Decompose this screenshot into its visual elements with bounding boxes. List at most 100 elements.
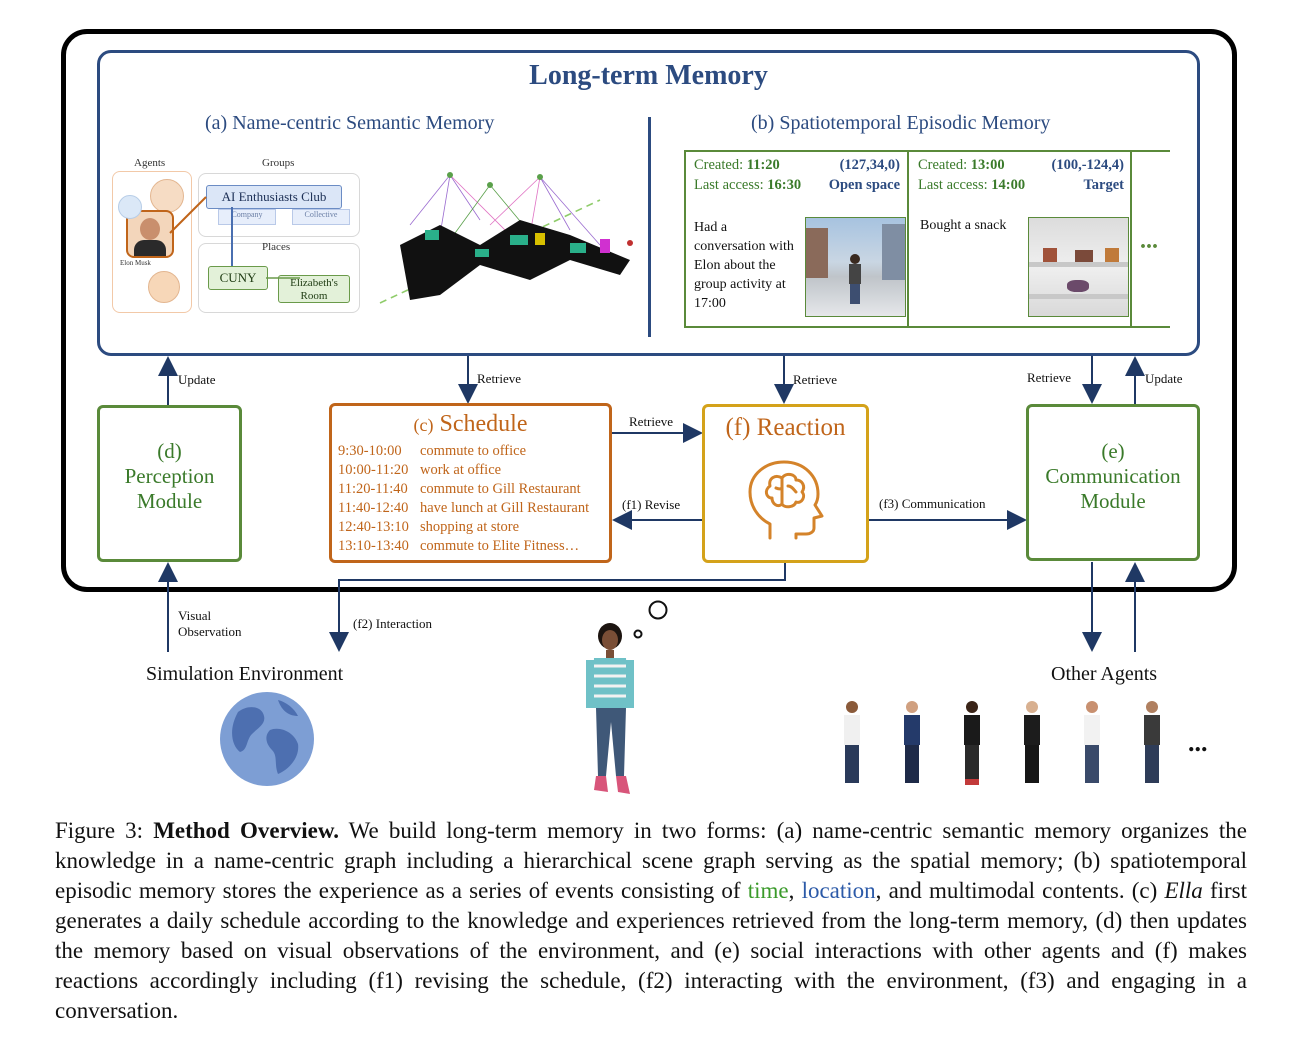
schedule-retrieve-label: Retrieve bbox=[629, 414, 674, 429]
retrieve-schedule-label: Retrieve bbox=[477, 371, 522, 386]
schedule-module bbox=[329, 403, 612, 563]
schedule-item: 11:20-11:40 commute to Gill Restaurant bbox=[338, 480, 610, 499]
event-image-store bbox=[1028, 217, 1129, 317]
figure-caption: Figure 3: Method Overview. We build long… bbox=[55, 816, 1247, 1026]
reaction-module bbox=[702, 404, 869, 563]
collective-node: Collective bbox=[292, 209, 350, 225]
memory-divider bbox=[648, 117, 651, 337]
interaction-label: (f2) Interaction bbox=[353, 616, 433, 631]
schedule-item: 12:40-13:10 shopping at store bbox=[338, 518, 610, 537]
communication-line1: Communication bbox=[1045, 464, 1181, 488]
reaction-title: (f) Reaction bbox=[725, 414, 846, 441]
system-frame bbox=[61, 29, 1237, 592]
agent-avatar-3 bbox=[118, 195, 142, 219]
access-label: Last access: bbox=[694, 177, 764, 193]
brain-head-icon bbox=[748, 460, 824, 540]
club-node: AI Enthusiasts Club bbox=[206, 185, 342, 209]
ella-avatar bbox=[586, 600, 668, 794]
caption-ella: Ella bbox=[1164, 878, 1203, 903]
created-label: Created: bbox=[694, 157, 744, 173]
communication-label: (f3) Communication bbox=[879, 496, 986, 511]
groups-column-label: Groups bbox=[262, 157, 295, 169]
caption-p3: first generates a daily schedule accordi… bbox=[55, 878, 1247, 1023]
perception-letter: (d) bbox=[157, 439, 182, 463]
schedule-time: 12:40-13:10 bbox=[338, 519, 409, 535]
created-time: 13:00 bbox=[970, 157, 1005, 173]
event-card-2: Created: 13:00 (100,-124,4) Last access:… bbox=[918, 155, 1126, 195]
other-agents-group bbox=[844, 701, 1160, 785]
agent-figure bbox=[1084, 701, 1100, 783]
event-content-2: Bought a snack bbox=[920, 218, 1007, 233]
schedule-time: 11:20-11:40 bbox=[338, 481, 408, 497]
schedule-activity: commute to Elite Fitness… bbox=[420, 538, 580, 554]
agent-avatar-2 bbox=[148, 271, 180, 303]
retrieve-reaction-label: Retrieve bbox=[793, 372, 838, 387]
event-divider-2 bbox=[1130, 150, 1132, 328]
event-location: (100,-124,4) bbox=[1051, 157, 1125, 173]
schedule-activity: work at office bbox=[420, 462, 502, 478]
room-node: Elizabeth's Room bbox=[278, 275, 350, 303]
person-label: Elon Musk bbox=[120, 259, 151, 267]
agents-column-label: Agents bbox=[134, 157, 166, 169]
caption-p1: We build long-term memory in two forms: … bbox=[55, 818, 1247, 903]
schedule-activity: shopping at store bbox=[420, 519, 520, 535]
schedule-item: 10:00-11:20 work at office bbox=[338, 461, 610, 480]
long-term-memory-box bbox=[97, 50, 1200, 356]
globe-icon bbox=[220, 692, 314, 786]
visual-label-2: Observation bbox=[178, 624, 242, 639]
agent-figure bbox=[904, 701, 920, 783]
communication-module bbox=[1026, 404, 1200, 561]
schedule-activity: have lunch at Gill Restaurant bbox=[420, 500, 590, 516]
access-time: 14:00 bbox=[991, 177, 1026, 193]
agents-panel bbox=[112, 171, 192, 313]
episodic-timeline bbox=[684, 150, 1170, 328]
event-divider-1 bbox=[907, 150, 909, 328]
event-place: Open space bbox=[828, 177, 900, 193]
other-agents-label: Other Agents bbox=[1051, 663, 1158, 685]
event-place: Target bbox=[1083, 177, 1124, 193]
caption-time: time bbox=[747, 878, 789, 903]
schedule-activity: commute to Gill Restaurant bbox=[420, 481, 581, 497]
access-label: Last access: bbox=[918, 177, 988, 193]
more-events: ... bbox=[1140, 228, 1158, 254]
schedule-activity: commute to office bbox=[420, 443, 527, 459]
schedule-list: 9:30-10:00 commute to office 10:00-11:20 w… bbox=[338, 442, 610, 556]
perception-module-label: (d) Perception Module bbox=[97, 439, 242, 514]
schedule-time: 13:10-13:40 bbox=[338, 538, 409, 554]
schedule-time: 9:30-10:00 bbox=[338, 443, 402, 459]
caption-p2: , and multimodal contents. (c) bbox=[875, 878, 1165, 903]
communication-line2: Module bbox=[1080, 489, 1146, 513]
simulation-environment-label: Simulation Environment bbox=[146, 663, 344, 685]
caption-bold: Method Overview. bbox=[153, 818, 339, 843]
more-agents: ... bbox=[1188, 728, 1208, 757]
update-right-label: Update bbox=[1145, 371, 1183, 386]
event-content-1: Had a conversation with Elon about the g… bbox=[694, 220, 794, 311]
semantic-memory-heading: (a) Name-centric Semantic Memory bbox=[205, 112, 495, 134]
scene-graph-3d bbox=[379, 172, 633, 304]
agent-figure bbox=[964, 701, 980, 785]
agent-figure bbox=[844, 701, 860, 783]
schedule-time: 10:00-11:20 bbox=[338, 462, 409, 478]
event-image-street bbox=[805, 217, 906, 317]
caption-fig: Figure 3: bbox=[55, 818, 144, 843]
schedule-time: 11:40-12:40 bbox=[338, 500, 409, 516]
revise-label: (f1) Revise bbox=[622, 497, 681, 512]
created-label: Created: bbox=[918, 157, 968, 173]
long-term-memory-title: Long-term Memory bbox=[529, 60, 768, 91]
graph-edges bbox=[169, 196, 300, 279]
visual-label-1: Visual bbox=[178, 608, 212, 623]
communication-module-label: (e) Communication Module bbox=[1026, 439, 1200, 514]
schedule-title-prefix: (c) bbox=[413, 415, 434, 435]
communication-letter: (e) bbox=[1101, 439, 1125, 463]
arrow-layer bbox=[158, 356, 1145, 652]
schedule-item: 13:10-13:40 commute to Elite Fitness… bbox=[338, 537, 610, 556]
episodic-memory-heading: (b) Spatiotemporal Episodic Memory bbox=[751, 112, 1051, 134]
semantic-graph: Agents Groups Elon Musk AI Enthusiasts C… bbox=[110, 155, 380, 315]
places-panel bbox=[198, 243, 360, 313]
schedule-item: 11:40-12:40 have lunch at Gill Restaurant bbox=[338, 499, 610, 518]
perception-line1: Perception bbox=[124, 464, 215, 488]
event-location: (127,34,0) bbox=[839, 157, 900, 173]
agent-figure bbox=[1024, 701, 1040, 783]
schedule-item: 9:30-10:00 commute to office bbox=[338, 442, 610, 461]
agent-figure bbox=[1144, 701, 1160, 783]
